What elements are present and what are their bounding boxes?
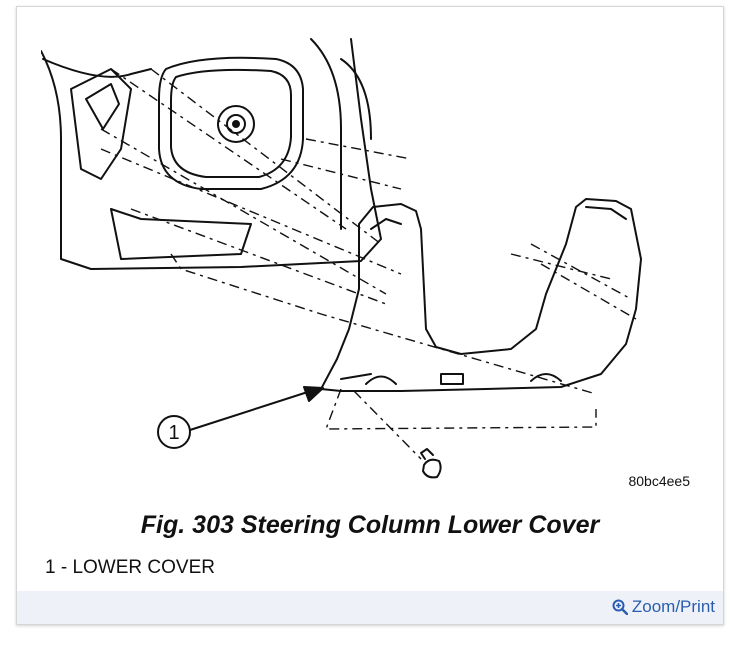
figure-footer: Zoom/Print [17, 591, 723, 624]
magnifier-plus-icon [612, 599, 628, 615]
figure-title: Fig. 303 Steering Column Lower Cover [140, 511, 600, 539]
callout-number: 1 [168, 422, 179, 444]
figure-legend: 1 - LOWER COVER [45, 557, 215, 578]
figure-card: 1 80bc4ee5 Fig. 303 Steering Column Lowe… [16, 6, 724, 625]
steering-column-illustration: 1 [41, 29, 701, 507]
figure-code: 80bc4ee5 [628, 473, 690, 489]
line-drawing: 1 [41, 38, 642, 479]
zoom-print-link[interactable]: Zoom/Print [612, 597, 715, 617]
zoom-print-label: Zoom/Print [631, 597, 715, 616]
